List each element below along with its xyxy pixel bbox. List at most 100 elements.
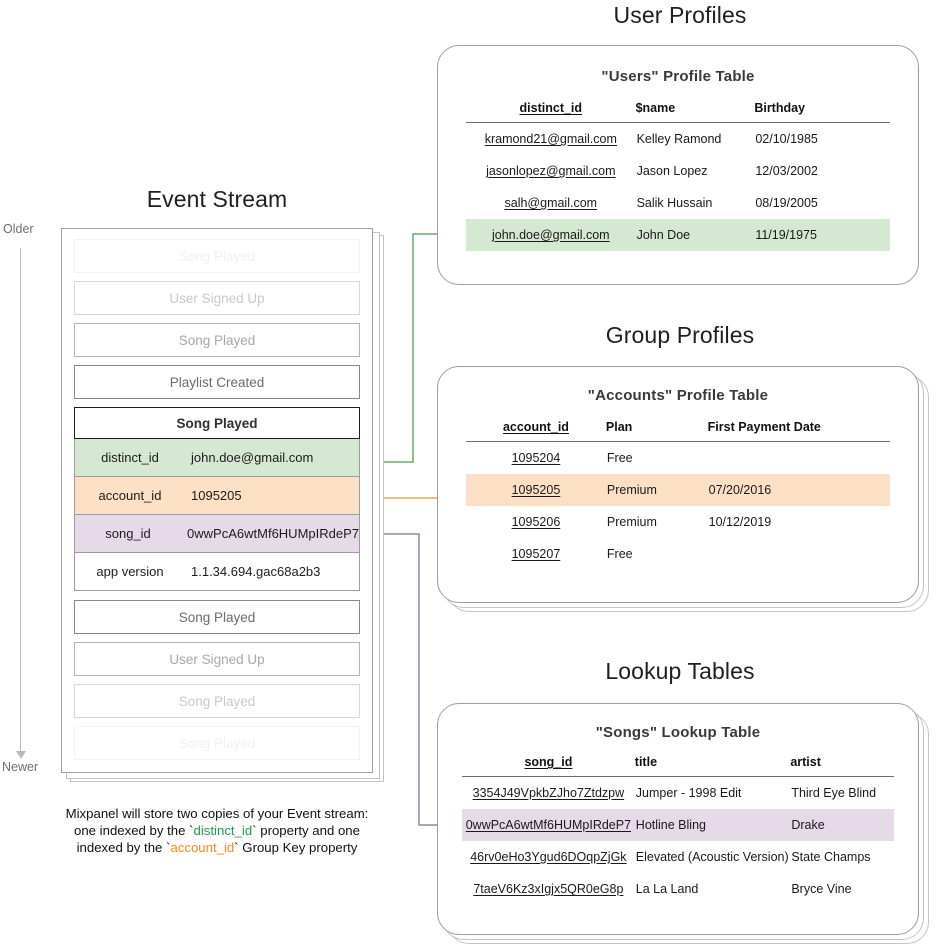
event-property-value: 1.1.34.694.gac68a2b3	[191, 564, 321, 579]
table-row[interactable]: 3354J49VpkbZJho7Ztdzpw Jumper - 1998 Edi…	[462, 777, 894, 810]
songs-cell-title: Hotline Bling	[634, 809, 791, 841]
users-cell-name: John Doe	[635, 219, 755, 251]
accounts-cell-plan: Free	[606, 547, 633, 561]
songs-col-song-id: song_id	[462, 755, 635, 777]
caption-distinct-id-token: distinct_id	[193, 823, 253, 838]
songs-cell-title: Elevated (Acoustic Version)	[635, 850, 789, 864]
accounts-cell-plan: Premium	[605, 474, 708, 506]
table-row[interactable]: 7taeV6Kz3xIgjx5QR0eG8p La La Land Bryce …	[462, 873, 894, 905]
event-stream-panel: Song Played User Signed Up Song Played P…	[61, 228, 373, 773]
users-cell-name: Salik Hussain	[636, 196, 713, 210]
table-row[interactable]: 1095204 Free	[466, 442, 890, 475]
table-row[interactable]: jasonlopez@gmail.com Jason Lopez 12/03/2…	[466, 155, 890, 187]
songs-cell-artist: Bryce Vine	[791, 882, 852, 896]
users-cell-name: Kelley Ramond	[636, 132, 722, 146]
users-cell-distinct-id: jasonlopez@gmail.com	[486, 164, 616, 178]
users-cell-distinct-id: kramond21@gmail.com	[484, 132, 617, 146]
songs-cell-title: La La Land	[635, 882, 699, 896]
event-row[interactable]: Song Played	[74, 323, 360, 357]
users-table: distinct_id $name Birthday kramond21@gma…	[466, 101, 890, 251]
event-row[interactable]: Song Played	[74, 600, 360, 634]
users-cell-birthday: 12/03/2002	[755, 164, 818, 178]
event-property-value: 1095205	[191, 488, 242, 503]
event-property-key: account_id	[98, 488, 162, 503]
songs-col-artist: artist	[790, 755, 894, 777]
users-cell-distinct-id: john.doe@gmail.com	[466, 219, 636, 251]
timeline-arrow-icon	[16, 751, 26, 759]
lookup-tables-heading: Lookup Tables	[605, 658, 755, 684]
table-row[interactable]: 1095207 Free	[466, 538, 890, 570]
caption-text: ` Group Key property	[234, 840, 358, 855]
accounts-cell-account-id: 1095205	[466, 474, 606, 506]
songs-cell-artist: Third Eye Blind	[791, 786, 877, 800]
event-row[interactable]: User Signed Up	[74, 642, 360, 676]
users-cell-distinct-id: salh@gmail.com	[504, 196, 598, 210]
songs-col-title: title	[634, 755, 791, 777]
table-row-highlighted[interactable]: 0wwPcA6wtMf6HUMpIRdeP7 Hotline Bling Dra…	[462, 809, 894, 841]
users-col-birthday: Birthday	[754, 101, 890, 123]
accounts-cell-plan: Free	[606, 451, 633, 465]
accounts-cell-date: 10/12/2019	[708, 515, 772, 529]
accounts-cell-plan: Premium	[606, 515, 657, 529]
songs-table-header-row: song_id title artist	[462, 755, 894, 777]
accounts-col-first-payment-date: First Payment Date	[707, 420, 890, 442]
caption-text: indexed by the `	[76, 840, 171, 855]
timeline-older-label: Older	[3, 222, 34, 236]
accounts-cell-date	[708, 538, 890, 570]
songs-cell-artist: Drake	[790, 809, 894, 841]
accounts-cell-date	[708, 442, 890, 475]
table-row[interactable]: salh@gmail.com Salik Hussain 08/19/2005	[466, 187, 890, 219]
songs-cell-song-id: 7taeV6Kz3xIgjx5QR0eG8p	[473, 882, 624, 896]
timeline-axis	[20, 248, 21, 753]
event-property-song-id[interactable]: song_id 0wwPcA6wtMf6HUMpIRdeP7	[74, 515, 360, 553]
users-cell-name: Jason Lopez	[636, 164, 708, 178]
users-col-name: $name	[635, 101, 755, 123]
event-row[interactable]: User Signed Up	[74, 281, 360, 315]
user-profiles-heading: User Profiles	[613, 2, 747, 28]
event-property-account-id[interactable]: account_id 1095205	[74, 477, 360, 515]
table-row-highlighted[interactable]: john.doe@gmail.com John Doe 11/19/1975	[466, 219, 890, 251]
accounts-cell-date: 07/20/2016	[707, 474, 890, 506]
accounts-cell-account-id: 1095207	[511, 547, 561, 561]
selected-event-name: Song Played	[74, 407, 360, 439]
table-row[interactable]: kramond21@gmail.com Kelley Ramond 02/10/…	[466, 123, 890, 156]
accounts-cell-account-id: 1095204	[511, 451, 561, 465]
accounts-cell-account-id: 1095206	[511, 515, 561, 529]
accounts-table-card: "Accounts" Profile Table account_id Plan…	[437, 366, 919, 603]
event-property-key: distinct_id	[101, 450, 159, 465]
accounts-col-account-id: account_id	[466, 420, 606, 442]
users-cell-birthday: 11/19/1975	[754, 219, 890, 251]
event-row[interactable]: Song Played	[74, 684, 360, 718]
event-row[interactable]: Playlist Created	[74, 365, 360, 399]
event-stream-heading: Event Stream	[146, 186, 288, 212]
songs-cell-title: Jumper - 1998 Edit	[635, 786, 742, 800]
caption-line-2: one indexed by the `distinct_id` propert…	[22, 822, 412, 839]
table-row-highlighted[interactable]: 1095205 Premium 07/20/2016	[466, 474, 890, 506]
caption-line-1: Mixpanel will store two copies of your E…	[65, 806, 369, 821]
table-row[interactable]: 1095206 Premium 10/12/2019	[466, 506, 890, 538]
songs-table-card: "Songs" Lookup Table song_id title artis…	[437, 703, 919, 935]
songs-table-title: "Songs" Lookup Table	[595, 724, 761, 741]
event-property-key: app version	[96, 564, 164, 579]
caption-account-id-token: account_id	[170, 840, 235, 855]
event-property-app-version[interactable]: app version 1.1.34.694.gac68a2b3	[74, 553, 360, 591]
songs-cell-artist: State Champs	[791, 850, 871, 864]
selected-event-card[interactable]: Song Played distinct_id john.doe@gmail.c…	[74, 407, 360, 591]
caption-text: ` property and one	[252, 823, 360, 838]
event-property-distinct-id[interactable]: distinct_id john.doe@gmail.com	[74, 439, 360, 477]
timeline-newer-label: Newer	[2, 760, 39, 774]
users-cell-birthday: 02/10/1985	[755, 132, 818, 146]
event-property-key: song_id	[105, 526, 151, 541]
songs-cell-song-id: 3354J49VpkbZJho7Ztdzpw	[472, 786, 625, 800]
event-row[interactable]: Song Played	[74, 726, 360, 760]
accounts-table-title: "Accounts" Profile Table	[587, 387, 769, 404]
songs-cell-song-id: 0wwPcA6wtMf6HUMpIRdeP7	[462, 809, 635, 841]
caption-line-3: indexed by the `account_id` Group Key pr…	[22, 839, 412, 856]
users-cell-birthday: 08/19/2005	[755, 196, 818, 210]
accounts-table: account_id Plan First Payment Date 10952…	[466, 420, 890, 570]
users-table-header-row: distinct_id $name Birthday	[466, 101, 890, 123]
event-property-value: 0wwPcA6wtMf6HUMpIRdeP7	[187, 526, 359, 541]
caption-text: one indexed by the `	[74, 823, 194, 838]
event-row[interactable]: Song Played	[74, 239, 360, 273]
table-row[interactable]: 46rv0eHo3Ygud6DOqpZjGk Elevated (Acousti…	[462, 841, 894, 873]
